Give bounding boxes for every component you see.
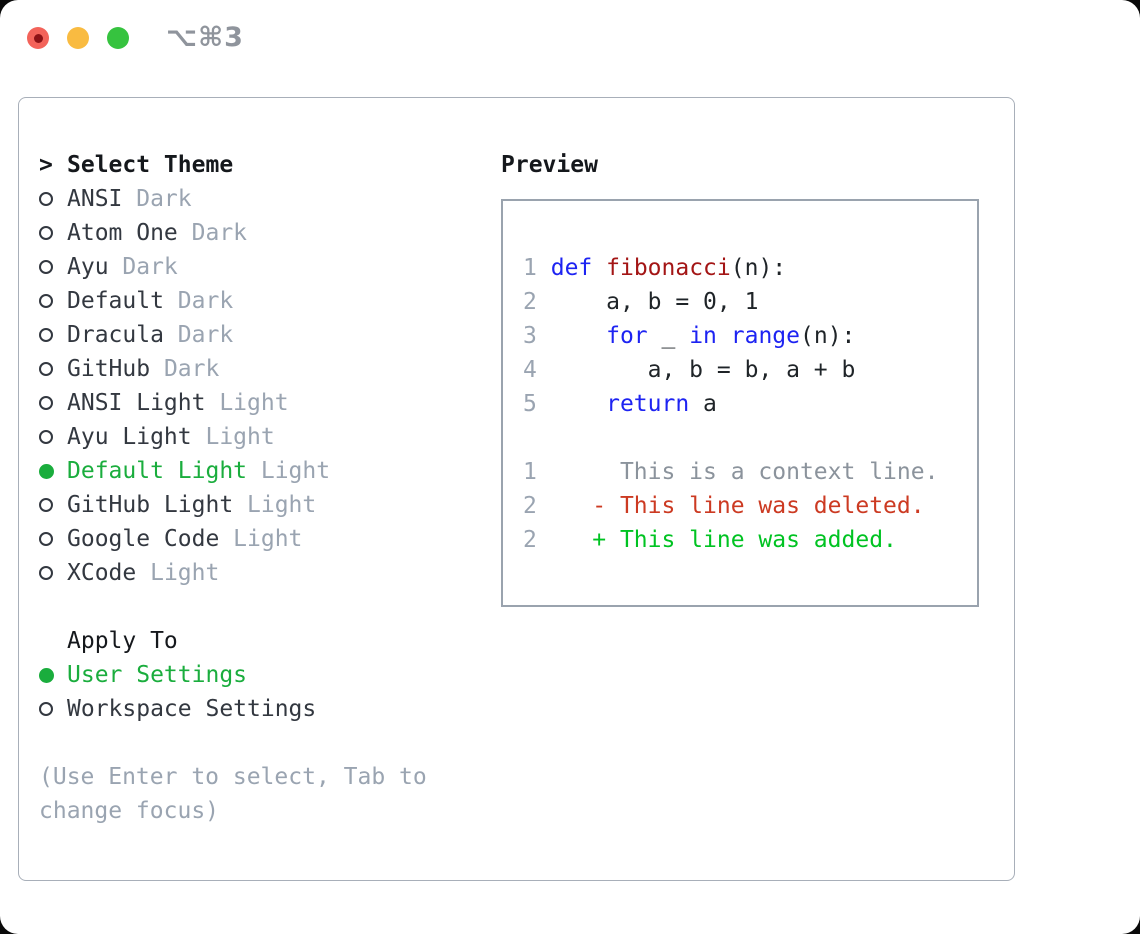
option-label: Atom One <box>67 220 178 246</box>
radio-selected-icon <box>39 463 54 479</box>
apply-to-header: Apply To <box>39 624 427 658</box>
select-theme-title: Select Theme <box>67 152 234 178</box>
code-line: 2 + This line was added. <box>523 527 897 553</box>
hint-line: change focus) <box>39 798 220 824</box>
option-variant-label: Light <box>150 560 220 586</box>
radio-icon <box>39 362 53 376</box>
select-theme-header: > Select Theme <box>39 148 427 182</box>
option-variant-label: Light <box>219 390 289 416</box>
option-variant-label: Light <box>205 424 275 450</box>
theme-option[interactable]: ANSI Dark <box>39 182 427 216</box>
hint-text: (Use Enter to select, Tab to change focu… <box>39 760 427 828</box>
preview-column: Preview 1 def fibonacci(n): 2 a, b = 0, 1… <box>501 148 979 607</box>
theme-option[interactable]: Ayu Dark <box>39 250 427 284</box>
radio-icon <box>39 396 53 410</box>
option-variant-label: Light <box>260 458 331 484</box>
option-variant-label: Dark <box>136 186 192 212</box>
option-variant-label: Dark <box>191 220 248 246</box>
code-line <box>523 421 977 455</box>
code-line: 1 This is a context line. <box>523 459 939 485</box>
traffic-lights <box>27 27 129 49</box>
theme-option[interactable]: Ayu Light Light <box>39 420 427 454</box>
code-line: 3 for _ in range(n): <box>523 323 856 349</box>
apply-to-list: User Settings Workspace Settings <box>39 658 427 726</box>
option-variant-label: Light <box>233 526 303 552</box>
radio-icon <box>39 328 53 342</box>
code-line: 1 def fibonacci(n): <box>523 255 787 281</box>
preview-header: Preview <box>501 148 979 182</box>
option-variant-label: Dark <box>163 356 220 382</box>
radio-icon <box>39 498 53 512</box>
radio-icon <box>39 294 53 308</box>
option-label: XCode <box>67 560 137 586</box>
option-label: GitHub Light <box>67 492 234 518</box>
code-line: 2 a, b = 0, 1 <box>523 289 759 315</box>
option-label: User Settings <box>67 662 248 688</box>
code-preview: 1 def fibonacci(n): 2 a, b = 0, 1 3 for _ … <box>523 251 977 557</box>
maximize-button[interactable] <box>107 27 129 49</box>
option-variant-label: Dark <box>122 254 178 280</box>
option-label: Google Code <box>67 526 220 552</box>
option-label: Ayu <box>67 254 109 280</box>
apply-to-option[interactable]: Workspace Settings <box>39 692 427 726</box>
radio-icon <box>39 566 53 580</box>
apply-to-option[interactable]: User Settings <box>39 658 427 692</box>
option-label: Ayu Light <box>67 424 192 450</box>
option-label: GitHub <box>67 356 151 382</box>
record-dot-icon <box>33 33 43 43</box>
theme-option[interactable]: Default Dark <box>39 284 427 318</box>
theme-option[interactable]: Dracula Dark <box>39 318 427 352</box>
option-variant-label: Dark <box>177 322 234 348</box>
option-label: Default <box>67 288 164 314</box>
option-label: ANSI <box>67 186 123 212</box>
option-label: Workspace Settings <box>67 696 317 722</box>
close-button[interactable] <box>27 27 49 49</box>
minimize-button[interactable] <box>67 27 89 49</box>
theme-option[interactable]: Google Code Light <box>39 522 427 556</box>
radio-icon <box>39 192 53 206</box>
option-label: Dracula <box>67 322 164 348</box>
option-label: ANSI Light <box>67 390 206 416</box>
prompt-caret: > <box>39 152 53 178</box>
apply-to-title: Apply To <box>67 628 178 654</box>
code-line: 2 - This line was deleted. <box>523 493 925 519</box>
spacer <box>39 726 427 760</box>
option-label: Default Light <box>67 458 248 484</box>
theme-option[interactable]: XCode Light <box>39 556 427 590</box>
preview-box: 1 def fibonacci(n): 2 a, b = 0, 1 3 for _ … <box>501 199 979 607</box>
radio-icon <box>39 226 53 240</box>
hint-line: (Use Enter to select, Tab to <box>39 764 427 790</box>
radio-icon <box>39 430 53 444</box>
preview-title: Preview <box>501 152 598 178</box>
window-title: ⌥⌘3 <box>166 22 244 53</box>
theme-option[interactable]: GitHub Light Light <box>39 488 427 522</box>
theme-option[interactable]: GitHub Dark <box>39 352 427 386</box>
theme-option[interactable]: ANSI Light Light <box>39 386 427 420</box>
code-line: 4 a, b = b, a + b <box>523 357 856 383</box>
theme-option[interactable]: Atom One Dark <box>39 216 427 250</box>
option-variant-label: Light <box>247 492 317 518</box>
code-line: 5 return a <box>523 391 717 417</box>
titlebar: ⌥⌘3 <box>0 0 1140 76</box>
radio-icon <box>39 702 53 716</box>
option-variant-label: Dark <box>177 288 234 314</box>
radio-icon <box>39 532 53 546</box>
radio-icon <box>39 260 53 274</box>
theme-option[interactable]: Default Light Light <box>39 454 427 488</box>
spacer <box>39 590 427 624</box>
radio-selected-icon <box>39 667 54 683</box>
